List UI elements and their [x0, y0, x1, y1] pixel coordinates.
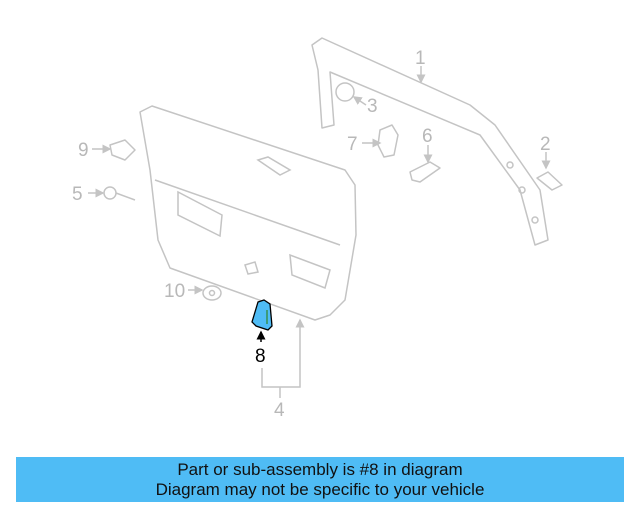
part-6-clip: [409, 161, 441, 183]
part-4-trim-panel: [139, 105, 357, 321]
callout-9: 9: [78, 140, 89, 161]
part-9-clip: [109, 139, 136, 161]
parts-diagram: 1 2 3 4 5 6 7 8 9 10: [72, 37, 563, 421]
callout-8[interactable]: 8: [255, 346, 266, 367]
callout-10: 10: [164, 281, 185, 302]
part-7-bracket: [377, 124, 399, 158]
callout-4: 4: [274, 400, 285, 421]
callout-7: 7: [347, 134, 358, 155]
part-5-screw: [103, 186, 136, 201]
banner-line-2: Diagram may not be specific to your vehi…: [155, 480, 485, 499]
part-3-clip: [335, 82, 355, 102]
part-2-cover: [536, 171, 563, 191]
callout-6: 6: [422, 126, 433, 147]
banner-line-1: Part or sub-assembly is #8 in diagram: [177, 460, 463, 479]
part-10-grommet: [202, 285, 222, 301]
callout-3: 3: [367, 96, 378, 117]
callout-1: 1: [415, 48, 426, 69]
part-8-cover-highlighted[interactable]: [251, 299, 273, 331]
info-banner: Part or sub-assembly is #8 in diagram Di…: [16, 457, 624, 502]
callout-5: 5: [72, 184, 83, 205]
callout-2: 2: [540, 134, 551, 155]
part-1-garnish: [311, 37, 549, 246]
